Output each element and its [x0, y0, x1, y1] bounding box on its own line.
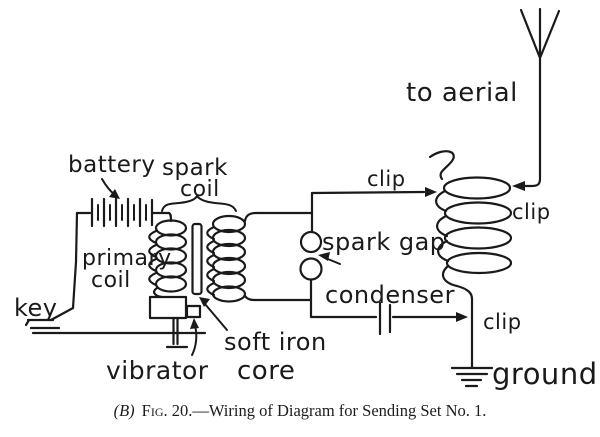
spark-gap-label: spark gap [322, 228, 446, 256]
soft-iron-arrowhead-icon [199, 297, 210, 307]
to-aerial-label: to aerial [406, 78, 518, 108]
caption-text: —Wiring of Diagram for Sending Set No. 1… [192, 401, 487, 420]
telegraph-key-symbol [24, 211, 79, 330]
coil-base [148, 295, 202, 320]
battery-symbol [75, 197, 171, 228]
key-label: key [14, 294, 58, 322]
battery-arrowhead-icon [109, 189, 120, 199]
soft-iron-pointer [204, 303, 228, 331]
vibrator-symbol [165, 316, 189, 349]
spark-coil-brace [161, 194, 237, 212]
tuning-coil [428, 150, 513, 301]
antenna-icon [512, 7, 561, 191]
caption-plate-letter: (B) [113, 401, 135, 420]
clip-top-label: clip [367, 167, 406, 191]
secondary-coil [206, 211, 258, 303]
aerial-arrowhead-icon [512, 181, 525, 191]
clip-bottom-label: clip [483, 310, 522, 334]
spark-gap-symbol [299, 191, 341, 319]
vibrator-label: vibrator [106, 356, 209, 385]
soft-iron-label-top: soft iron [224, 328, 327, 356]
vibrator-pointer [191, 324, 198, 356]
primary-coil-label-bottom: coil [91, 268, 131, 293]
aerial-down-lead [515, 56, 542, 188]
battery-label: battery [68, 152, 155, 178]
figure-caption: (B) Fig. 20.—Wiring of Diagram for Sendin… [0, 401, 600, 421]
primary-coil-label-top: primary [82, 246, 172, 271]
clip-arrowhead-bottom-icon [456, 312, 468, 322]
condenser-label: condenser [325, 281, 455, 309]
spark-coil-label-top: spark [162, 155, 228, 181]
coil-ground-tail [441, 264, 474, 301]
spark-gap-arrowhead-icon [318, 252, 330, 261]
soft-iron-label-bottom: core [237, 356, 295, 386]
clip-arrowhead-top-icon [425, 187, 437, 197]
ground-symbol-icon [450, 297, 494, 388]
soft-iron-core [191, 222, 203, 296]
clip-wire-top [310, 190, 426, 195]
caption-fig-number: Fig. 20. [141, 401, 193, 420]
ground-label: ground [492, 357, 598, 391]
clip-right-label: clip [512, 200, 551, 224]
condenser-symbol [309, 301, 468, 336]
vibrator-arrowhead-icon [190, 318, 199, 329]
vibrator-contact [185, 304, 202, 319]
